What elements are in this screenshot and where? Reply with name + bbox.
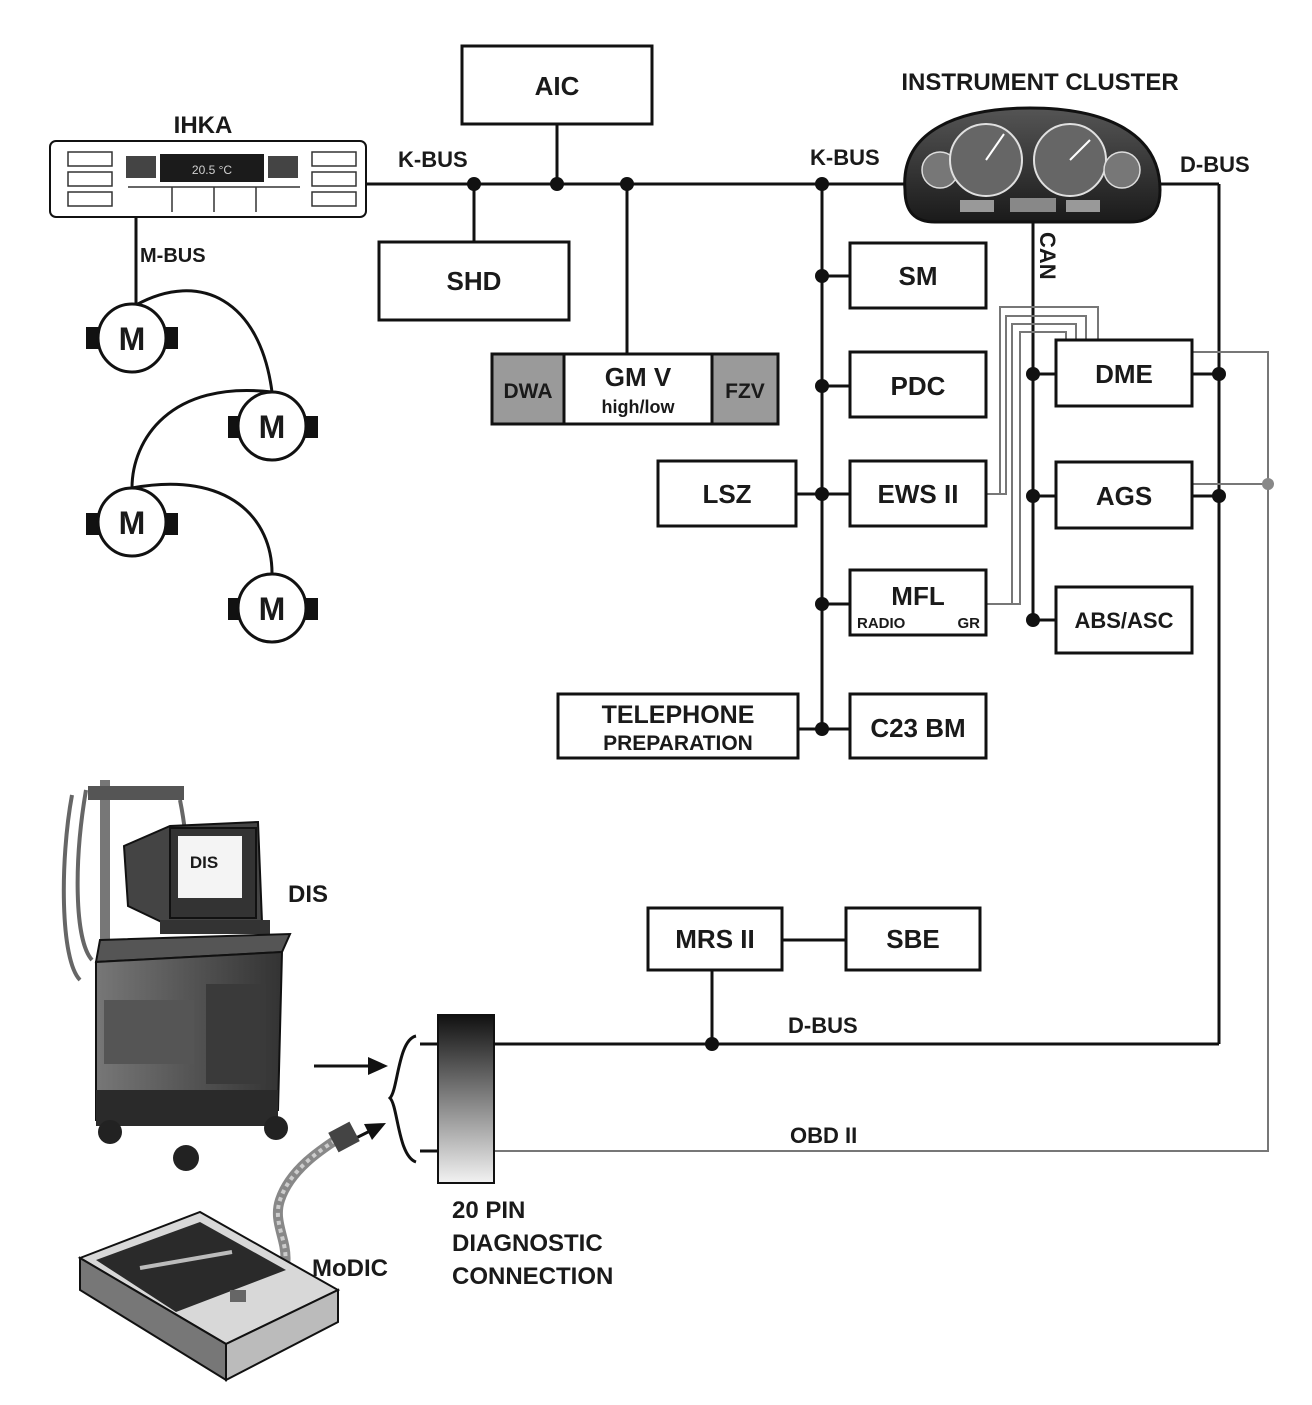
motor-2-label: M [259,409,286,445]
ags-module: AGS [1054,460,1194,530]
obd-node [1262,478,1274,490]
can-bus-line [1031,222,1056,622]
mrs-label: MRS II [675,924,754,954]
gm-v-label: GM V [605,362,672,392]
sbe-label: SBE [886,924,939,954]
dis-label: DIS [288,881,328,908]
mfl-gr-label: GR [958,615,981,632]
mfl-label: MFL [891,581,945,611]
ews-module: EWS II [848,459,988,528]
k-bus-label-left: K-BUS [398,147,468,172]
sbe-module: SBE [844,906,982,972]
diag-line-3: CONNECTION [452,1263,613,1290]
k-bus-label-right: K-BUS [810,145,880,170]
ihka-panel: 20.5 °C [49,140,367,218]
lsz-module: LSZ [656,459,798,528]
motor-3-label: M [119,505,146,541]
shd-module: SHD [377,240,571,322]
mfl-module: MFL RADIO GR [848,568,988,637]
signal-wires [494,306,1269,1152]
modic-label: MoDIC [312,1255,388,1282]
sm-module: SM [848,241,988,310]
m-bus-label: M-BUS [140,245,206,267]
k-bus-line [366,124,905,731]
modic-device [77,1121,360,1382]
k-bus-node [815,269,829,283]
ews-label: EWS II [878,479,959,509]
preparation-label: PREPARATION [603,732,753,755]
pdc-module: PDC [848,350,988,419]
telephone-preparation-module: TELEPHONE PREPARATION [556,692,800,760]
aic-module: AIC [460,44,654,126]
d-bus-node [1212,489,1226,503]
ihka-label: IHKA [174,112,233,139]
can-label: CAN [1035,232,1060,280]
gm-v-sub-label: high/low [602,397,676,417]
k-bus-node [815,177,829,191]
motor-4: M [228,572,318,644]
dwa-label: DWA [504,380,553,403]
sm-label: SM [899,261,938,291]
abs-asc-label: ABS/ASC [1074,608,1173,633]
c23-bm-module: C23 BM [848,692,988,760]
motor-1: M [86,302,178,374]
motor-1-label: M [119,321,146,357]
can-node [1026,367,1040,381]
shd-label: SHD [447,266,502,296]
c23-label: C23 BM [870,713,965,743]
aic-label: AIC [535,71,580,101]
k-bus-node [620,177,634,191]
d-bus-label-top: D-BUS [1180,152,1250,177]
k-bus-node [815,487,829,501]
d-bus-node [1212,367,1226,381]
d-bus-line [494,182,1221,1046]
ihka-display-text: 20.5 °C [192,163,232,177]
k-bus-node [815,722,829,736]
k-bus-node [467,177,481,191]
dme-label: DME [1095,359,1153,389]
instrument-cluster [903,106,1162,224]
m-bus-wiring [130,217,274,574]
motor-4-label: M [259,591,286,627]
can-node [1026,489,1040,503]
diag-line-2: DIAGNOSTIC [452,1230,603,1257]
instrument-cluster-label: INSTRUMENT CLUSTER [901,69,1178,96]
motor-2: M [228,390,318,462]
diagnostic-connector [387,1014,495,1184]
dis-tester: DIS [61,780,292,1171]
fzv-label: FZV [725,380,765,403]
k-bus-node [550,177,564,191]
mfl-radio-label: RADIO [857,615,906,632]
abs-asc-module: ABS/ASC [1054,585,1194,655]
motor-3: M [86,486,178,558]
obd-label: OBD II [790,1123,857,1148]
can-node [1026,613,1040,627]
gm-v-module: DWA FZV GM V high/low [490,352,780,426]
mrs-module: MRS II [646,906,784,972]
dis-screen-label: DIS [190,853,218,872]
dme-module: DME [1054,338,1194,408]
k-bus-node [815,379,829,393]
d-bus-node [705,1037,719,1051]
pdc-label: PDC [891,371,946,401]
telephone-label: TELEPHONE [602,701,755,729]
diag-line-1: 20 PIN [452,1197,525,1224]
k-bus-node [815,597,829,611]
lsz-label: LSZ [702,479,751,509]
ags-label: AGS [1096,481,1152,511]
d-bus-label-bottom: D-BUS [788,1013,858,1038]
